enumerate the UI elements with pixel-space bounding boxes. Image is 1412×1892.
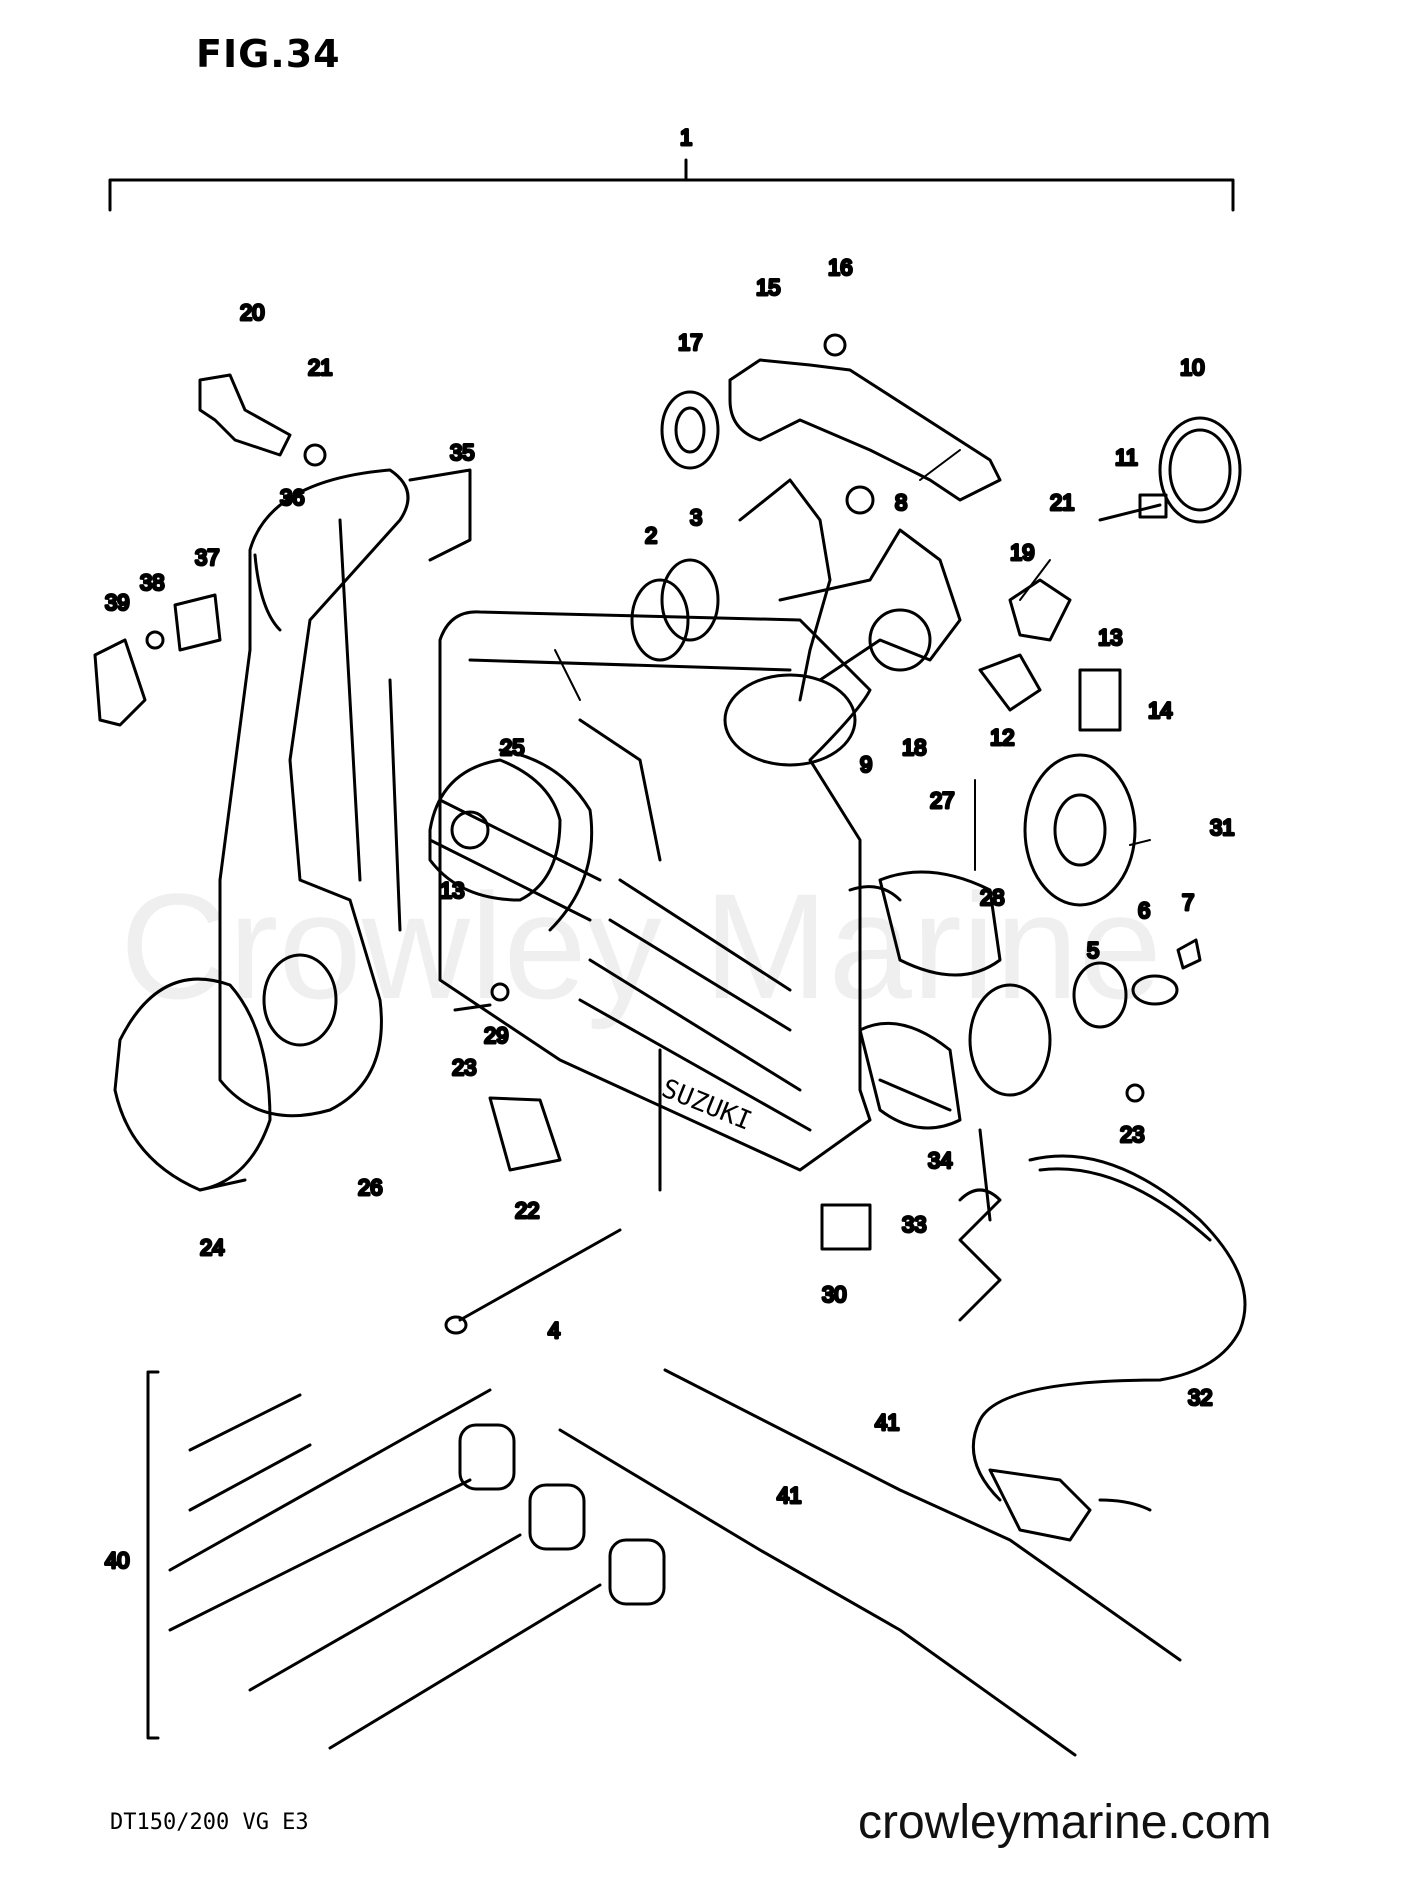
callout-label: 36: [280, 485, 304, 510]
callout-label: 20: [240, 300, 264, 325]
screw-4: [444, 1048, 662, 1335]
callout-label: 4: [548, 1318, 560, 1343]
assembly-bracket: [108, 158, 1235, 212]
callout-label: 38: [140, 570, 164, 595]
callout-label: 18: [902, 735, 926, 760]
cam-bracket-group: [630, 478, 1122, 767]
callout-label: 19: [1010, 540, 1034, 565]
callout-label: 40: [105, 1548, 129, 1573]
friction-assembly: [428, 748, 594, 932]
cover-plate: [113, 977, 272, 1192]
callout-label: 27: [930, 788, 954, 813]
wire-harness-32: [958, 1128, 1247, 1542]
callout-label: 21: [308, 355, 332, 380]
control-cables-41: [558, 1368, 1182, 1757]
left-small-parts: [93, 373, 327, 727]
source-url: crowleymarine.com: [858, 1796, 1272, 1849]
callout-label: 24: [200, 1235, 224, 1260]
control-lever-arm: [218, 468, 472, 1118]
callout-label: 25: [500, 735, 524, 760]
model-code: DT150/200 VG E3: [110, 1810, 309, 1835]
callout-label: 30: [822, 1282, 846, 1307]
callout-label: 41: [777, 1483, 801, 1508]
callout-label: 12: [990, 725, 1014, 750]
figure-title: FIG.34: [196, 32, 341, 76]
watermark-text: Crowley Marine: [120, 862, 1162, 1030]
small-hardware: [453, 982, 1145, 1251]
callout-label: 32: [1188, 1385, 1212, 1410]
callout-label: 11: [1115, 445, 1138, 470]
callout-label: 16: [828, 255, 852, 280]
callout-label: 9: [860, 752, 872, 777]
callout-label: 17: [678, 330, 702, 355]
parts-kit-40: [146, 1370, 666, 1750]
callout-label: 1: [680, 125, 692, 150]
callout-label: 21: [1050, 490, 1074, 515]
callout-label: 3: [690, 505, 702, 530]
upper-small-parts: [660, 333, 1242, 524]
callout-label: 10: [1180, 355, 1204, 380]
callout-label: 7: [1182, 890, 1194, 915]
callout-label: 37: [195, 545, 219, 570]
callout-label: 29: [484, 1023, 508, 1048]
callout-label: 28: [980, 885, 1004, 910]
callout-label: 13: [440, 878, 464, 903]
callout-label: 15: [756, 275, 780, 300]
leader-lines: [554, 449, 1151, 871]
callout-label: 33: [902, 1212, 926, 1237]
callout-label: 23: [1120, 1122, 1144, 1147]
callout-label: 26: [358, 1175, 382, 1200]
callout-label: 14: [1148, 698, 1172, 723]
right-side-parts: [878, 753, 1202, 1097]
callout-label: 34: [928, 1148, 952, 1173]
callout-label: 35: [450, 440, 474, 465]
callout-labels: 1 20 21 35 36 37 38 39 17 15 16 10 11 21…: [104, 124, 1236, 1575]
callout-label: 31: [1210, 815, 1234, 840]
connector-33-34: [858, 1021, 962, 1130]
callout-label: 41: [875, 1410, 899, 1435]
callout-label: 23: [452, 1055, 476, 1080]
callout-label: 5: [1087, 938, 1099, 963]
callout-label: 22: [515, 1198, 539, 1223]
callout-label: 8: [895, 490, 907, 515]
callout-label: 13: [1098, 625, 1122, 650]
callout-label: 2: [645, 523, 657, 548]
callout-label: 6: [1138, 898, 1150, 923]
callout-label: 39: [105, 590, 129, 615]
